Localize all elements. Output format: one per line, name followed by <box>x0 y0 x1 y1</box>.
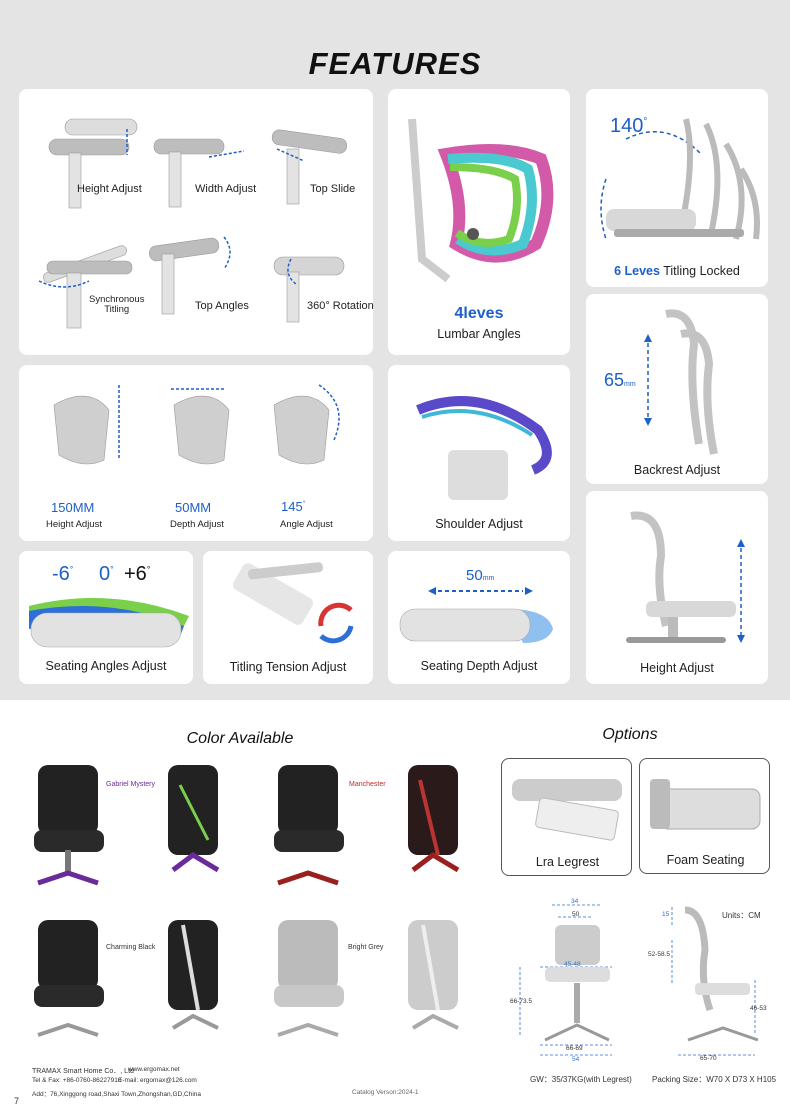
spec-packing: Packing Size：W70 X D73 X H105 <box>652 1075 777 1084</box>
lumbar-illustration <box>408 118 554 283</box>
tilt-label-row: 6 Leves Titling Locked <box>586 264 768 278</box>
headrest-angle-label: Angle Adjust <box>280 519 333 530</box>
seat-angles-illustration <box>29 598 189 648</box>
tilt-label: Titling Locked <box>663 264 740 278</box>
dim-side-65-70: 65-70 <box>700 1055 717 1062</box>
option-foam-card: Foam Seating <box>639 758 770 874</box>
armrest-height-label: Height Adjust <box>77 183 142 195</box>
color-gabriel: Gabriel Mystery <box>106 781 156 788</box>
page-number: 7 <box>14 1096 20 1106</box>
color-charming-black: Charming Black <box>106 944 156 951</box>
colors-title: Color Available <box>186 730 294 747</box>
seat-angles-label: Seating Angles Adjust <box>45 659 167 673</box>
tilt-angle: 140° <box>610 115 648 137</box>
spec-gw: GW：35/37KG(with Legrest) <box>530 1075 632 1084</box>
foam-illustration <box>650 779 761 830</box>
legrest-illustration <box>512 779 622 841</box>
seat-angle-neg: -6° <box>52 563 74 585</box>
seat-depth-value: 50mm <box>466 567 495 584</box>
color-chairs-illustration <box>34 765 460 1037</box>
dim-side-52-585: 52-58.5 <box>648 951 671 958</box>
options-title: Options <box>602 726 658 743</box>
height-label: Height Adjust <box>640 661 714 675</box>
armrest-card: Height Adjust Width Adjust Top Slide Syn… <box>19 89 374 355</box>
armrest-width-label: Width Adjust <box>195 183 257 195</box>
dim-front-66-69: 66-69 <box>566 1045 583 1052</box>
lumbar-card: 4leves Lumbar Angles <box>388 89 570 355</box>
tilt-levels: 6 Leves <box>614 264 660 278</box>
dim-front-34: 34 <box>571 898 579 905</box>
armrest-illustration <box>38 118 347 329</box>
footer-company: TRAMAX Smart Home Co．, Ltd <box>32 1068 134 1075</box>
headrest-height-value: 150MM <box>51 500 95 515</box>
armrest-sync-label: Synchronous Titling <box>89 294 145 315</box>
headrest-card: 150MM 50MM 145° Height Adjust Depth Adju… <box>19 365 373 541</box>
dim-front-54: 54 <box>572 1056 580 1063</box>
seat-angle-zero: 0° <box>99 563 114 585</box>
shoulder-card: Shoulder Adjust <box>388 365 570 541</box>
dim-front-50: 50 <box>572 911 580 918</box>
dimension-drawings <box>519 904 759 1056</box>
legrest-label: Lra Legrest <box>535 855 600 869</box>
backrest-label: Backrest Adjust <box>633 463 721 477</box>
armrest-top-angles-label: Top Angles <box>195 300 249 312</box>
headrest-height-label: Height Adjust <box>46 519 102 530</box>
backrest-illustration <box>644 309 718 455</box>
seat-depth-illustration <box>399 587 553 643</box>
seat-angles-card: -6° 0° +6° Seating Angles Adjust <box>19 551 193 684</box>
color-manchester: Manchester <box>349 781 386 788</box>
armrest-slide-label: Top Slide <box>310 183 356 195</box>
color-bright-grey: Bright Grey <box>348 944 384 951</box>
shoulder-label: Shoulder Adjust <box>435 517 523 531</box>
height-card: Height Adjust <box>586 491 768 684</box>
seat-depth-card: 50mm Seating Depth Adjust <box>388 551 570 684</box>
footer-address: Add：76,Xinggong road,Shaxi Town,Zhongsha… <box>32 1091 201 1098</box>
headrest-illustration <box>53 384 340 465</box>
dim-front-45-48: 45-48 <box>564 961 581 968</box>
option-legrest-card: Lra Legrest <box>501 758 632 876</box>
dim-side-46-53: 46-53 <box>750 1005 767 1012</box>
height-illustration <box>626 511 745 643</box>
lumbar-value: 4leves <box>454 305 504 322</box>
dim-units: Units：CM <box>722 911 761 920</box>
footer-email[interactable]: E-mail: ergomax@126.com <box>118 1077 197 1084</box>
tension-illustration <box>233 562 354 644</box>
page-title: FEATURES <box>308 46 482 81</box>
foam-label: Foam Seating <box>666 853 745 867</box>
headrest-angle-value: 145° <box>281 499 306 514</box>
dim-side-15: 15 <box>662 911 670 918</box>
lumbar-label: Lumbar Angles <box>437 327 521 341</box>
tilt-card: 140° 6 Leves Titling Locked <box>586 89 768 287</box>
armrest-rotation-label: 360° Rotation <box>307 300 374 312</box>
footer-web[interactable]: www.ergomax.net <box>128 1066 180 1073</box>
shoulder-illustration <box>416 396 552 500</box>
dim-front-66-735: 66-73.5 <box>510 998 533 1005</box>
footer-tel: Tel & Fax: +86-0760-86227910 <box>32 1077 122 1084</box>
headrest-depth-value: 50MM <box>175 500 212 515</box>
tilt-illustration <box>600 118 760 240</box>
backrest-value: 65mm <box>604 370 636 390</box>
seat-angle-pos: +6° <box>124 563 151 585</box>
tension-label: Titling Tension Adjust <box>229 660 347 674</box>
seat-depth-label: Seating Depth Adjust <box>420 659 538 673</box>
backrest-card: 65mm Backrest Adjust <box>586 294 768 484</box>
headrest-depth-label: Depth Adjust <box>170 519 224 530</box>
footer-catalog: Catalog Verson:2024-1 <box>352 1089 419 1096</box>
tension-card: Titling Tension Adjust <box>203 551 373 684</box>
